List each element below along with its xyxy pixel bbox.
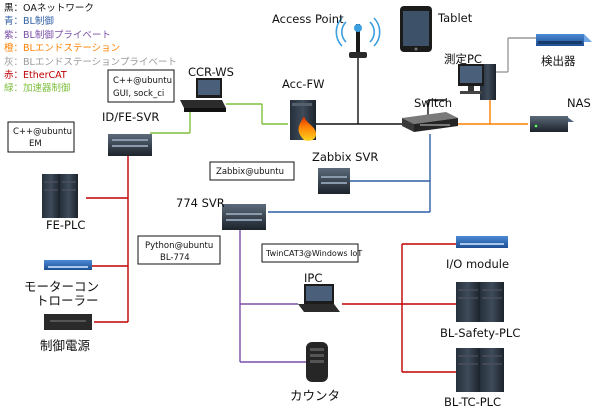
legend-item-orange: 橙：BLエンドステーション	[4, 43, 121, 55]
id-fe-svr-callout: C++@ubuntu EM	[7, 121, 75, 153]
motor-controller-icon	[44, 260, 92, 270]
switch-icon	[402, 112, 458, 132]
ipc-icon	[298, 284, 340, 312]
legend-item-green: 緑：加速器制御	[4, 83, 71, 95]
legend-item-black: 黒：OAネットワーク	[4, 3, 94, 14]
counter-icon	[306, 342, 328, 382]
fe-plc-icon	[42, 174, 78, 218]
svr-774-callout-line1: Python@ubuntu	[145, 241, 213, 251]
detector-label: 検出器	[541, 54, 576, 68]
line-orange	[454, 100, 528, 125]
id-fe-svr-icon	[108, 134, 152, 156]
control-power-icon	[44, 314, 92, 330]
io-module-label: I/O module	[446, 257, 509, 271]
measurement-pc-icon	[458, 64, 496, 100]
legend-item-blue: 青：BL制御	[4, 16, 54, 28]
line-blue	[268, 134, 431, 213]
svr-774-label: 774 SVR	[176, 196, 225, 210]
access-point-icon	[335, 17, 381, 58]
line-red	[86, 140, 456, 373]
fe-plc-label: FE-PLC	[46, 218, 85, 232]
control-power-label: 制御電源	[40, 338, 91, 353]
legend: 黒：OAネットワーク 青：BL制御 紫：BL制御プライベート 橙：BLエンドステ…	[4, 2, 177, 96]
tablet-label: Tablet	[437, 11, 473, 25]
nas-label: NAS	[567, 96, 591, 110]
ipc-callout: TwinCAT3@Windows IoT	[261, 243, 362, 263]
connections	[86, 37, 536, 373]
tablet-icon	[400, 6, 432, 52]
io-module-icon	[456, 236, 508, 248]
switch-label: Switch	[414, 96, 452, 110]
counter-label: カウンタ	[290, 388, 340, 403]
motor-controller-label-line2: トローラー	[36, 293, 99, 308]
line-purple	[239, 228, 306, 363]
acc-fw-label: Acc-FW	[282, 77, 324, 91]
bl-tc-plc-label: BL-TC-PLC	[444, 395, 501, 409]
bl-safety-plc-icon	[456, 282, 504, 322]
motor-controller-label-line1: モーターコン	[24, 279, 99, 294]
ccr-ws-callout-line1: C++@ubuntu	[113, 76, 172, 86]
svr-774-icon	[222, 204, 266, 230]
access-point-label: Access Point	[272, 12, 344, 26]
zabbix-svr-icon	[318, 168, 350, 194]
bl-tc-plc-icon	[456, 348, 504, 392]
ccr-ws-callout: C++@ubuntu GUI, sock_ci	[107, 69, 175, 103]
line-gray	[495, 37, 536, 73]
zabbix-callout-text: Zabbix@ubuntu	[216, 167, 284, 177]
svr-774-callout-line2: BL-774	[160, 253, 190, 263]
bl-safety-plc-label: BL-Safety-PLC	[440, 326, 520, 340]
ipc-callout-text: TwinCAT3@Windows IoT	[265, 249, 362, 258]
legend-item-red: 赤：EtherCAT	[4, 70, 67, 82]
id-fe-svr-label: ID/FE-SVR	[102, 110, 159, 124]
ccr-ws-callout-line2: GUI, sock_ci	[113, 89, 164, 99]
detector-icon	[536, 34, 592, 46]
nas-icon	[530, 116, 574, 132]
zabbix-callout: Zabbix@ubuntu	[209, 161, 295, 181]
id-fe-callout-line1: C++@ubuntu	[13, 127, 72, 137]
ccr-ws-icon	[180, 78, 226, 112]
id-fe-callout-line2: EM	[29, 139, 42, 149]
ccr-ws-label: CCR-WS	[188, 65, 234, 79]
ipc-label: IPC	[304, 271, 322, 285]
svr-774-callout: Python@ubuntu BL-774	[137, 235, 221, 265]
legend-item-purple: 紫：BL制御プライベート	[4, 29, 111, 41]
zabbix-svr-label: Zabbix SVR	[312, 150, 378, 164]
legend-item-gray: 灰：BLエンドステーションプライベート	[4, 56, 177, 68]
acc-fw-icon	[290, 100, 316, 141]
measurement-pc-label: 測定PC	[444, 52, 482, 66]
